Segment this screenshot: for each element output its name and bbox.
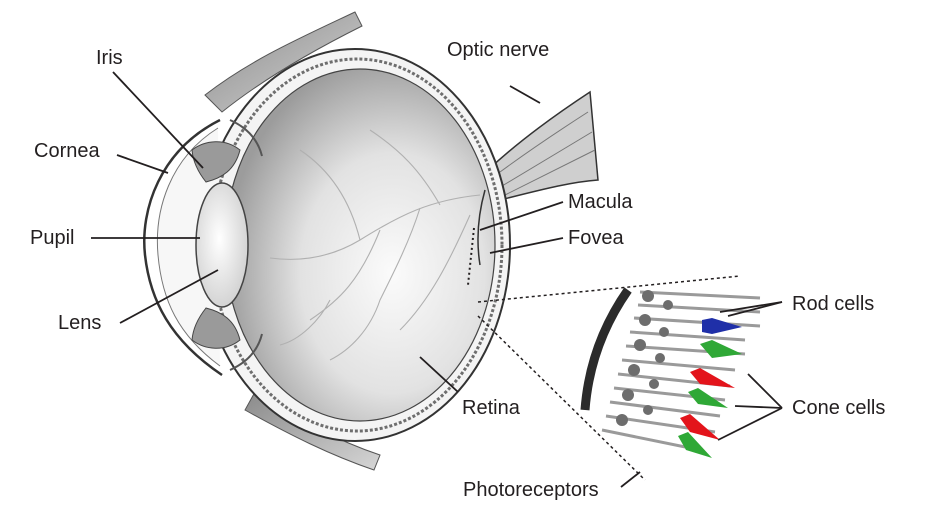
label-rod-cells: Rod cells xyxy=(792,294,874,314)
label-photoreceptors: Photoreceptors xyxy=(463,480,599,500)
label-fovea: Fovea xyxy=(568,228,624,248)
pigment-epithelium xyxy=(585,290,628,410)
optic-nerve xyxy=(488,92,598,200)
label-iris: Iris xyxy=(96,48,123,68)
cone-cell-green-1 xyxy=(700,340,742,358)
cone-cell-green-2 xyxy=(688,388,728,408)
cone-cell-red-1 xyxy=(690,368,735,388)
label-macula: Macula xyxy=(568,192,632,212)
label-cornea: Cornea xyxy=(34,141,100,161)
label-cone-cells: Cone cells xyxy=(792,398,885,418)
vitreous-body xyxy=(225,69,495,421)
lens xyxy=(196,183,248,307)
zoom-line-top xyxy=(478,276,740,302)
rod-cell-blue xyxy=(702,318,742,334)
label-lens: Lens xyxy=(58,313,101,333)
label-retina: Retina xyxy=(462,398,520,418)
label-pupil: Pupil xyxy=(30,228,74,248)
label-optic-nerve: Optic nerve xyxy=(447,40,549,60)
